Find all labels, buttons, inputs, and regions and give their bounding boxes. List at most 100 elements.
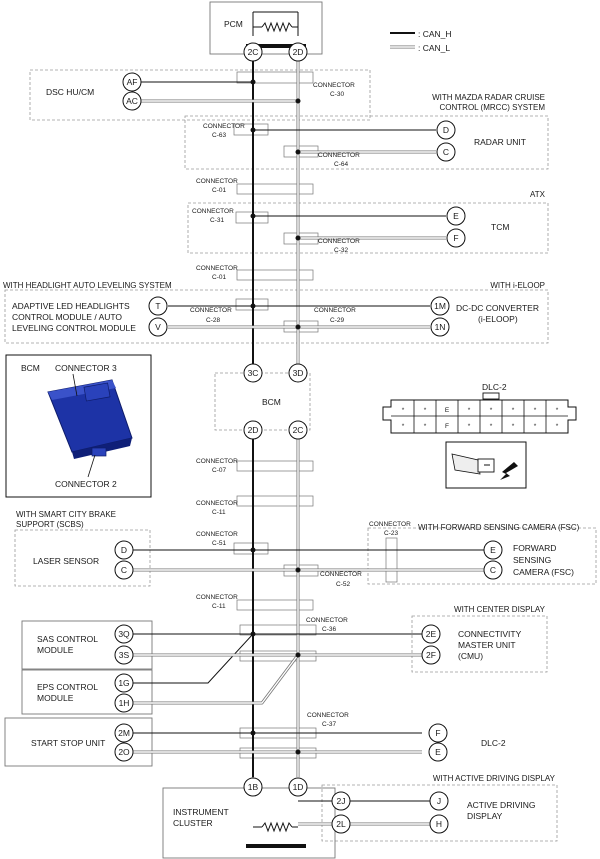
start-stop-label: START STOP UNIT	[31, 738, 105, 748]
connector-c32-id-5: C-32	[334, 247, 348, 254]
dsc-label: DSC HU/CM	[46, 87, 94, 97]
headlight-eloop-group-box	[4, 289, 549, 344]
connector-c29-word-8: CONNECTOR	[314, 307, 356, 314]
pin-bcm-bot-l: 2C	[293, 425, 304, 435]
dcdc-label-2: (i-ELOOP)	[478, 314, 518, 324]
pin-ss-l: 2O	[118, 747, 130, 757]
pin-ad-h: J	[437, 796, 441, 806]
pin-sas-l: 3S	[119, 650, 130, 660]
pin-headlight-h: T	[155, 301, 160, 311]
sas-label-2: MODULE	[37, 645, 74, 655]
connector-c36-top-rect	[239, 624, 317, 636]
dlc-pin-bottom-3: *	[468, 423, 471, 430]
pin-cluster-ad-l: 2L	[336, 819, 346, 829]
connector-c37-id-16: C-37	[322, 721, 336, 728]
fsc-label-1: FORWARD	[513, 543, 556, 553]
eps-label-2: MODULE	[37, 693, 74, 703]
connector-c01-id-6: C-01	[212, 274, 226, 281]
pin-cmu-h: 2E	[426, 629, 437, 639]
active-display-label-2: DISPLAY	[467, 811, 503, 821]
pin-dcdc-h: 1M	[434, 301, 446, 311]
connector-c11-rect	[236, 495, 314, 507]
section-center-display: WITH CENTER DISPLAY	[454, 605, 546, 614]
pin-radar-h: D	[443, 125, 449, 135]
pcm-label: PCM	[224, 19, 243, 29]
fsc-label-2: SENSING	[513, 555, 551, 565]
pin-laser-l: C	[121, 565, 127, 575]
dsc-group-box	[29, 69, 371, 121]
scbs-group-box	[14, 529, 151, 587]
cluster-bar	[246, 844, 306, 848]
connector-c11-word-14: CONNECTOR	[196, 594, 238, 601]
dlc-pin-bottom-7: *	[556, 423, 559, 430]
connector-c31-id-4: C-31	[210, 217, 224, 224]
pin-eps-l: 1H	[119, 698, 130, 708]
connector-c07-id-9: C-07	[212, 467, 226, 474]
dlc-pin-top-6: *	[534, 407, 537, 414]
section-scbs-2: SUPPORT (SCBS)	[16, 520, 84, 529]
cluster-label-1: INSTRUMENT	[173, 807, 229, 817]
connector-c30-id-0: C-30	[330, 91, 344, 98]
pin-tcm-l: F	[453, 233, 458, 243]
section-eloop: WITH i-ELOOP	[490, 281, 545, 290]
connector-c11-id-10: C-11	[212, 509, 226, 516]
cluster-label-2: CLUSTER	[173, 818, 213, 828]
start-stop-box	[4, 717, 153, 767]
section-fsc: WITH FORWARD SENSING CAMERA (FSC)	[418, 523, 580, 532]
dlc-pin-bottom-1: *	[424, 423, 427, 430]
connector-c11-word-10: CONNECTOR	[196, 500, 238, 507]
headlight-label-2: CONTROL MODULE / AUTO	[12, 312, 122, 322]
active-display-group-box	[321, 784, 558, 842]
legend-can-h: : CAN_H	[418, 29, 452, 39]
fsc-group-box	[367, 527, 597, 585]
bcm-picture-title: BCM	[21, 363, 40, 373]
pin-pcm-h: 2C	[248, 47, 259, 57]
connector-c28-word-7: CONNECTOR	[190, 307, 232, 314]
pin-radar-l: C	[443, 147, 449, 157]
connector-c52-id-12: C-52	[336, 581, 350, 588]
connector-c51-word-11: CONNECTOR	[196, 531, 238, 538]
sas-box	[21, 620, 153, 670]
section-mrcc-2: CONTROL (MRCC) SYSTEM	[440, 103, 546, 112]
dlc-pin-top-2: E	[445, 407, 450, 414]
connector-c01-id-3: C-01	[212, 187, 226, 194]
dlc-pin-bottom-6: *	[534, 423, 537, 430]
pcm-bar	[246, 44, 306, 48]
section-headlight: WITH HEADLIGHT AUTO LEVELING SYSTEM	[3, 281, 172, 290]
dlc2-label: DLC-2	[481, 738, 506, 748]
pin-bcm-top-l: 3D	[293, 368, 304, 378]
connector-c32-word-5: CONNECTOR	[318, 238, 360, 245]
dlc-pin-top-4: *	[490, 407, 493, 414]
connector-c28-id-7: C-28	[206, 317, 220, 324]
connector-c52-word-12: CONNECTOR	[320, 571, 362, 578]
connector-c30-rect	[236, 71, 314, 84]
sas-label-1: SAS CONTROL	[37, 634, 98, 644]
connector-c23-rect	[385, 537, 398, 583]
connector-c31-word-4: CONNECTOR	[192, 208, 234, 215]
dlc-pin-top-7: *	[556, 407, 559, 414]
connector-c37-word-16: CONNECTOR	[307, 712, 349, 719]
cmu-label-2: MASTER UNIT	[458, 640, 516, 650]
pin-cluster-h: 1B	[248, 782, 259, 792]
pin-dsc-h: AF	[127, 77, 138, 87]
connector-c64-word-2: CONNECTOR	[318, 152, 360, 159]
connector-c63-id-1: C-63	[212, 132, 226, 139]
pin-pcm-l: 2D	[293, 47, 304, 57]
connector-c63-word-1: CONNECTOR	[203, 123, 245, 130]
bcm-label: BCM	[262, 397, 281, 407]
active-display-label-1: ACTIVE DRIVING	[467, 800, 535, 810]
connector-c11-id-14: C-11	[212, 603, 226, 610]
bcm-picture-connector2: CONNECTOR 2	[55, 479, 117, 489]
pin-cmu-l: 2F	[426, 650, 436, 660]
radar-label: RADAR UNIT	[474, 137, 526, 147]
dlc-picture-title: DLC-2	[482, 382, 507, 392]
connector-c51-id-11: C-51	[212, 540, 226, 547]
dlc2-connector-image	[382, 392, 577, 489]
dlc-pin-bottom-4: *	[490, 423, 493, 430]
pin-cluster-ad-h: 2J	[337, 796, 346, 806]
pin-eps-h: 1G	[118, 678, 129, 688]
dcdc-label-1: DC-DC CONVERTER	[456, 303, 539, 313]
headlight-label-3: LEVELING CONTROL MODULE	[12, 323, 136, 333]
laser-label: LASER SENSOR	[33, 556, 99, 566]
pin-headlight-l: V	[155, 322, 161, 332]
